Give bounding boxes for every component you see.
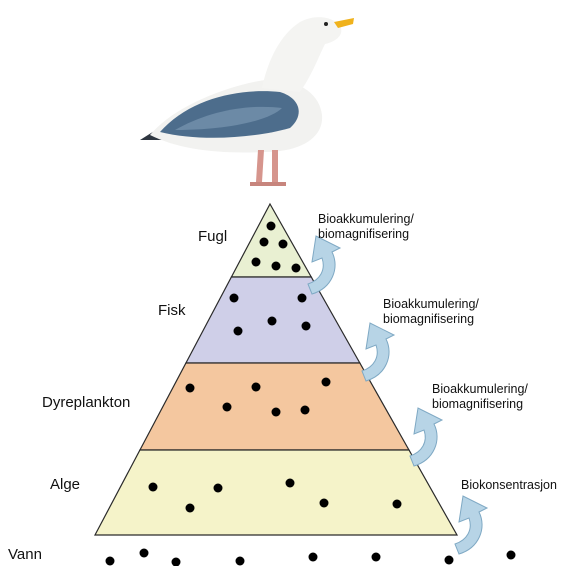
contaminant-dot: [230, 294, 239, 303]
annotation-2: Bioakkumulering/ biomagnifisering: [383, 297, 479, 327]
contaminant-dot: [445, 556, 454, 565]
contaminant-dot: [140, 549, 149, 558]
contaminant-dot: [260, 238, 269, 247]
level-label-fisk: Fisk: [158, 302, 186, 319]
annotation-2-line2: biomagnifisering: [383, 312, 479, 327]
contaminant-dot: [298, 294, 307, 303]
level-label-dyreplankton: Dyreplankton: [42, 394, 130, 411]
contaminant-dot: [272, 408, 281, 417]
contaminant-dot: [223, 403, 232, 412]
contaminant-dot: [286, 479, 295, 488]
contaminant-dot: [393, 500, 402, 509]
contaminant-dot: [252, 383, 261, 392]
contaminant-dot: [272, 262, 281, 271]
curved-arrow-2: [362, 323, 394, 381]
annotation-1-line2: biomagnifisering: [318, 227, 414, 242]
contaminant-dot: [106, 557, 115, 566]
contaminant-dot: [292, 264, 301, 273]
contaminant-dot: [186, 384, 195, 393]
water-label: Vann: [8, 546, 42, 563]
contaminant-dot: [236, 557, 245, 566]
seagull-image: [140, 17, 354, 186]
curved-arrow-3: [410, 408, 442, 466]
contaminant-dot: [320, 499, 329, 508]
contaminant-dot: [172, 558, 181, 567]
contaminant-dot: [507, 551, 516, 560]
contaminant-dot: [234, 327, 243, 336]
contaminant-dot: [214, 484, 223, 493]
annotation-3-line1: Bioakkumulering/: [432, 382, 528, 397]
level-label-alge: Alge: [50, 476, 80, 493]
contaminant-dot: [301, 406, 310, 415]
annotation-3-line2: biomagnifisering: [432, 397, 528, 412]
contaminant-dot: [309, 553, 318, 562]
pyramid-level-alge: [95, 450, 457, 535]
annotation-3: Bioakkumulering/ biomagnifisering: [432, 382, 528, 412]
curved-arrow-4: [455, 496, 487, 554]
contaminant-dot: [252, 258, 261, 267]
annotation-1-line1: Bioakkumulering/: [318, 212, 414, 227]
contaminant-dot: [302, 322, 311, 331]
contaminant-dot: [149, 483, 158, 492]
contaminant-dot: [267, 222, 276, 231]
curved-arrow-1: [308, 236, 340, 294]
contaminant-dot: [279, 240, 288, 249]
annotation-4-line1: Biokonsentrasjon: [461, 478, 557, 493]
level-label-fugl: Fugl: [198, 228, 227, 245]
contaminant-dot: [268, 317, 277, 326]
contaminant-dot: [322, 378, 331, 387]
annotation-4: Biokonsentrasjon: [461, 478, 557, 493]
contaminant-dot: [372, 553, 381, 562]
annotation-1: Bioakkumulering/ biomagnifisering: [318, 212, 414, 242]
annotation-2-line1: Bioakkumulering/: [383, 297, 479, 312]
contaminant-dot: [186, 504, 195, 513]
